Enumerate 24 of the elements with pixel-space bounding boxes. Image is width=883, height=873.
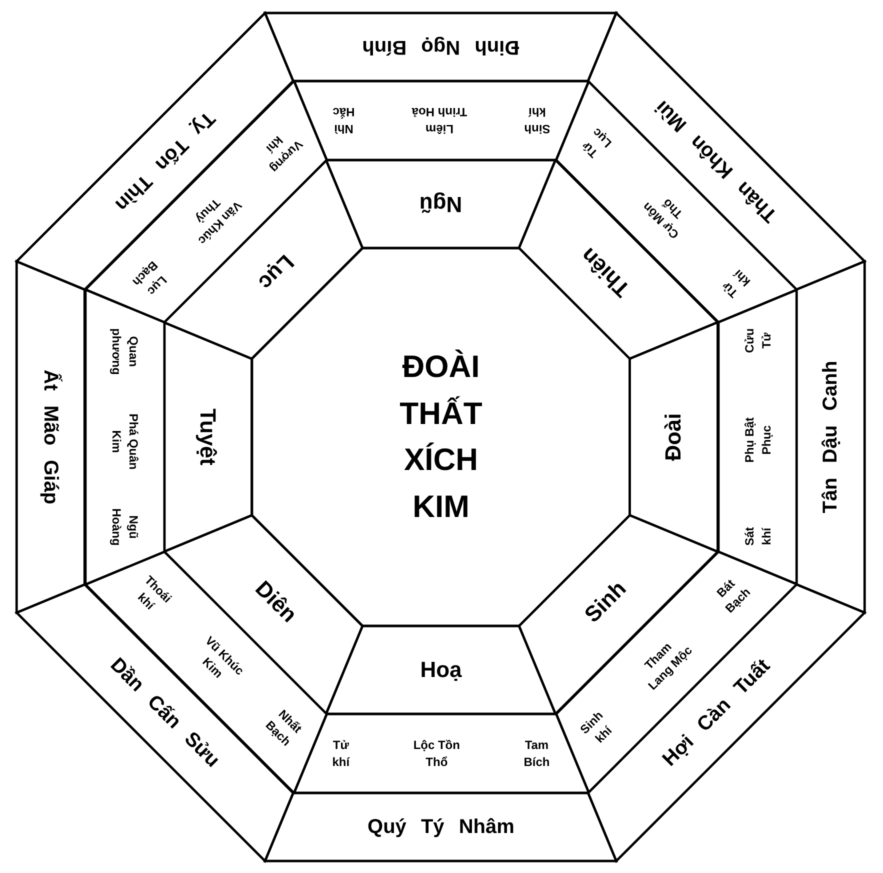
mountain-text: Tân Dậu Canh [819, 360, 842, 514]
star-text: Phá Quân Kim [108, 412, 141, 472]
star-text: Nhì Hắc [332, 104, 354, 137]
star-text: Tử khí [718, 266, 754, 302]
star-text: Liêm Trinh Hoả [410, 104, 468, 137]
star-text: Cửu Tử [741, 328, 774, 353]
star-text: Sát khí [741, 527, 774, 546]
star-text: Tam Bích [524, 737, 550, 770]
sector-text: Lục [253, 249, 300, 296]
star-text: Sinh khí [524, 104, 550, 137]
star-text: Ngũ Hoàng [108, 508, 141, 546]
sector-text: Hoạ [420, 657, 462, 683]
sector-text: Đoài [660, 413, 687, 461]
mountain-text: Ất Mão Giáp [39, 370, 62, 504]
sector-text: Ngũ [420, 191, 462, 217]
center-text: ĐOÀI THẤT XÍCH KIM [400, 348, 482, 526]
sector-text: Tuyệt [194, 408, 221, 466]
star-text: Lộc Tồn Thổ [412, 737, 461, 770]
star-text: Quan phương [108, 328, 141, 375]
star-text: Tử khí [332, 737, 350, 770]
star-text: Tứ Lục [578, 124, 614, 162]
star-text: Phụ Bật Phục [741, 416, 774, 465]
mountain-text: Quý Tý Nhâm [368, 816, 514, 838]
mountain-text: Đinh Ngọ Bính [362, 36, 520, 58]
